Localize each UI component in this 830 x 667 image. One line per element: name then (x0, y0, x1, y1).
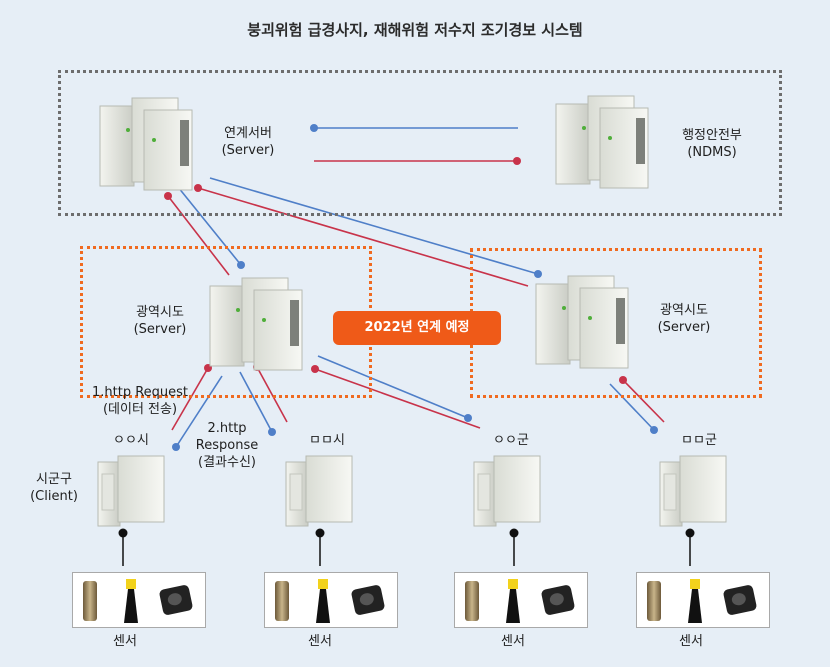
region-oo-city-lines (171, 364, 223, 451)
link-ndms-lines (310, 124, 521, 165)
logger-icon (158, 584, 194, 616)
region-right-server-icon (535, 275, 629, 369)
level-sensor-icon (465, 581, 479, 621)
level-sensor-icon (83, 581, 97, 621)
logger-icon (540, 584, 576, 616)
link-server-type: (Server) (221, 143, 275, 158)
ndms-label: 행정안전부 (NDMS) (664, 127, 760, 161)
sensor-label-3: 센서 (501, 634, 525, 649)
planned-link-badge: 2022년 연계 예정 (333, 311, 501, 345)
response-subtext: (결과수신) (198, 455, 256, 470)
client-oo-city-icon (97, 455, 165, 527)
sensor-label-4: 센서 (679, 634, 703, 649)
region-right-label: 광역시도 (Server) (636, 302, 732, 336)
client-name-mm-city: ㅁㅁ시 (309, 433, 345, 448)
client-mm-county-icon (659, 455, 727, 527)
central-group-box (58, 70, 782, 216)
link-left-region-lines (164, 186, 245, 276)
sensor-panel-3 (454, 572, 588, 628)
client-label-name: 시군구 (36, 472, 72, 487)
region-left-type: (Server) (133, 322, 187, 337)
sensor-connectors (118, 528, 695, 566)
sensor-panel-1 (72, 572, 206, 628)
region-left-server-icon (209, 277, 303, 371)
response-text: 2.http (207, 421, 247, 436)
response-annotation: 2.http Response (결과수신) (184, 420, 270, 471)
logger-icon (350, 584, 386, 616)
logger-icon (722, 584, 758, 616)
request-subtext: (데이터 전송) (102, 402, 178, 417)
link-server-name: 연계서버 (224, 126, 272, 141)
client-label: 시군구 (Client) (18, 471, 90, 505)
sensor-label-1: 센서 (113, 634, 137, 649)
ndms-name: 행정안전부 (682, 128, 742, 143)
response-text-2: Response (195, 438, 259, 453)
ndms-type: (NDMS) (687, 145, 737, 160)
sensor-label-2: 센서 (308, 634, 332, 649)
region-left-name: 광역시도 (136, 305, 184, 320)
page-title: 붕괴위험 급경사지, 재해위험 저수지 조기경보 시스템 (247, 21, 583, 39)
client-name-mm-county: ㅁㅁ군 (681, 433, 717, 448)
client-name-oo-county: ㅇㅇ군 (493, 433, 529, 448)
link-right-region-lines (194, 177, 542, 287)
request-annotation: 1.http Request (데이터 전송) (74, 384, 206, 418)
region-oo-county-lines (311, 355, 481, 429)
sensor-panel-4 (636, 572, 770, 628)
radar-sensor-icon (124, 579, 138, 623)
sensor-panel-2 (264, 572, 398, 628)
region-mm-county-lines (609, 376, 665, 434)
link-server-icon (99, 97, 193, 191)
client-oo-county-icon (473, 455, 541, 527)
region-right-type: (Server) (657, 320, 711, 335)
request-text: 1.http Request (91, 385, 189, 400)
radar-sensor-icon (506, 579, 520, 623)
level-sensor-icon (647, 581, 661, 621)
client-name-oo-city: ㅇㅇ시 (113, 433, 149, 448)
region-right-name: 광역시도 (660, 303, 708, 318)
link-server-label: 연계서버 (Server) (200, 125, 296, 159)
ndms-server-icon (555, 95, 649, 189)
client-label-type: (Client) (30, 489, 78, 504)
radar-sensor-icon (688, 579, 702, 623)
region-left-label: 광역시도 (Server) (112, 304, 208, 338)
level-sensor-icon (275, 581, 289, 621)
radar-sensor-icon (316, 579, 330, 623)
client-mm-city-icon (285, 455, 353, 527)
